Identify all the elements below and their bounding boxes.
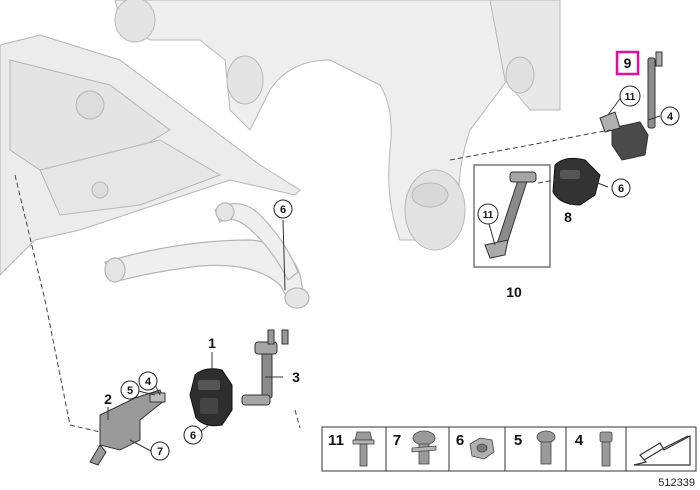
link-rod-part-10 (484, 171, 537, 259)
callout-10: 10 (506, 284, 522, 300)
callout-9-highlight (615, 50, 640, 76)
callout-11-box: 11 (483, 210, 494, 221)
callout-1: 1 (208, 335, 216, 351)
hex-flange-bolt-icon (352, 431, 375, 467)
parts-bar-item-5-number: 5 (514, 432, 522, 449)
callout-6-left: 6 (190, 430, 196, 442)
direction-arrow-icon (633, 434, 691, 466)
circled-callouts (120, 85, 680, 461)
part-10-group-box (473, 164, 551, 268)
torx-screw-icon (536, 430, 556, 465)
hex-nut-icon (469, 437, 495, 460)
diagram-reference-number: 512339 (658, 477, 695, 489)
callout-8: 8 (564, 209, 572, 225)
callout-2: 2 (104, 391, 112, 407)
control-arm-illustration (104, 202, 310, 309)
sensor-part-8 (552, 157, 601, 206)
callout-4-left: 4 (145, 376, 152, 388)
callout-9: 9 (624, 55, 632, 71)
parts-bar-frame (321, 426, 697, 472)
bracket-part-2 (89, 389, 166, 466)
callout-11-top: 11 (625, 92, 636, 103)
parts-bar-item-6-number: 6 (456, 432, 464, 449)
underbody-panel-illustration (0, 34, 301, 276)
torx-button-screw-icon (411, 430, 437, 465)
socket-cap-screw-icon (599, 431, 613, 467)
dashed-leaders (14, 129, 611, 433)
callout-5: 5 (127, 385, 133, 397)
sensor-part-1 (189, 368, 233, 427)
parts-bar-item-7-number: 7 (393, 432, 401, 449)
callout-3: 3 (292, 369, 300, 385)
callout-4-right: 4 (667, 111, 674, 123)
subframe-illustration (114, 0, 561, 251)
height-sensor-part-9 (599, 51, 663, 161)
parts-bar-item-11-number: 11 (328, 432, 344, 449)
link-rod-part-3 (241, 329, 289, 406)
callout-7: 7 (157, 446, 163, 458)
callout-6-control-arm: 6 (280, 204, 286, 216)
parts-bar-item-4-number: 4 (575, 432, 584, 449)
parts-bar: 11 7 6 5 4 (321, 426, 697, 472)
callout-6-right: 6 (618, 183, 624, 195)
